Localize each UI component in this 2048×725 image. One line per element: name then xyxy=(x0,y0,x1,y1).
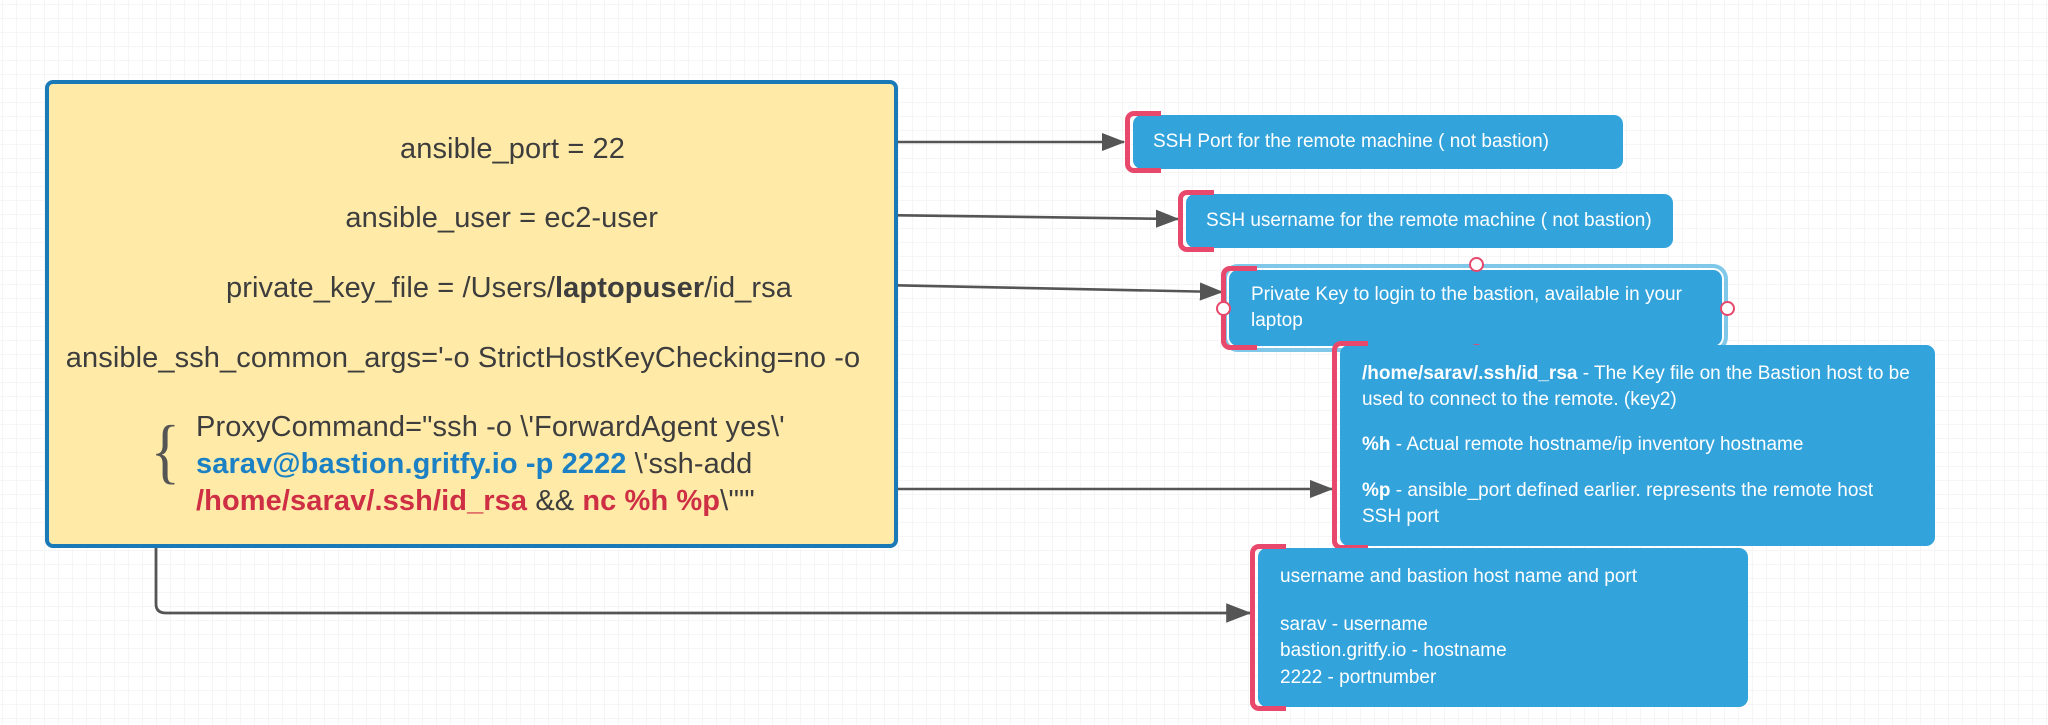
callout-ssh-port[interactable]: SSH Port for the remote machine ( not ba… xyxy=(1125,111,1623,174)
callout-ssh-port-text: SSH Port for the remote machine ( not ba… xyxy=(1153,131,1550,152)
resize-handle-top[interactable] xyxy=(1468,257,1484,272)
bastion-target-text: sarav@bastion.gritfy.io -p 2222 xyxy=(196,448,627,481)
config-line-ansible-user: ansible_user = ec2-user xyxy=(345,202,658,234)
keyfile-path-rest: - The Key file on the Bastion host to be… xyxy=(1362,363,1910,411)
bastion-callout-details: sarav - username bastion.gritfy.io - hos… xyxy=(1280,614,1507,688)
private-key-user: laptopuser xyxy=(555,272,705,304)
percent-h-explanation-line: %h - Actual remote hostname/ip inventory… xyxy=(1362,432,1913,458)
proxycommand-line-2: sarav@bastion.gritfy.io -p 2222 \'ssh-ad… xyxy=(196,446,785,483)
proxycommand-line-3: /home/sarav/.ssh/id_rsa && nc %h %p\'"" xyxy=(196,483,785,520)
percent-p-bold: %p xyxy=(1362,479,1391,501)
and-operator-text: && xyxy=(527,485,583,518)
proxycommand-tail-text: \'"" xyxy=(720,485,755,518)
percent-h-bold: %h xyxy=(1362,434,1391,456)
config-line-proxycommand: ProxyCommand="ssh -o \'ForwardAgent yes\… xyxy=(196,409,785,520)
percent-p-explanation-line: %p - ansible_port defined earlier. repre… xyxy=(1362,478,1913,530)
callout-ssh-username[interactable]: SSH username for the remote machine ( no… xyxy=(1178,190,1673,253)
percent-h-rest: - Actual remote hostname/ip inventory ho… xyxy=(1390,434,1804,456)
bastion-callout-heading: username and bastion host name and port xyxy=(1280,566,1638,587)
connector-bastion xyxy=(154,430,1252,623)
resize-handle-right[interactable] xyxy=(1720,301,1735,317)
proxycommand-line-1: ProxyCommand="ssh -o \'ForwardAgent yes\… xyxy=(196,411,785,443)
callout-ssh-username-text: SSH username for the remote machine ( no… xyxy=(1206,210,1652,231)
callout-private-key-text: Private Key to login to the bastion, ava… xyxy=(1251,284,1682,332)
netcat-text: nc %h %p xyxy=(582,485,721,518)
keyfile-path-bold: /home/sarav/.ssh/id_rsa xyxy=(1362,363,1578,384)
ansible-config-panel[interactable]: ansible_port = 22 ansible_user = ec2-use… xyxy=(45,80,898,548)
config-line-ansible-port: ansible_port = 22 xyxy=(399,133,625,165)
percent-p-rest: - ansible_port defined earlier. represen… xyxy=(1362,479,1874,527)
bastion-key-path-text: /home/sarav/.ssh/id_rsa xyxy=(196,485,528,518)
callout-bastion-host-details[interactable]: username and bastion host name and port … xyxy=(1250,544,1748,711)
private-key-prefix: private_key_file = /Users/ xyxy=(226,272,555,304)
sshadd-text: \'ssh-add xyxy=(626,448,753,481)
grouping-brace: { xyxy=(150,411,180,491)
private-key-suffix: /id_rsa xyxy=(704,272,792,304)
config-line-ssh-common-args: ansible_ssh_common_args='-o StrictHostKe… xyxy=(65,342,861,374)
callout-bastion-key-file[interactable]: /home/sarav/.ssh/id_rsa - The Key file o… xyxy=(1332,341,1935,551)
keyfile-explanation-line: /home/sarav/.ssh/id_rsa - The Key file o… xyxy=(1362,361,1913,413)
config-line-private-key-file: private_key_file = /Users/laptopuser/id_… xyxy=(49,270,902,307)
callout-private-key[interactable]: Private Key to login to the bastion, ava… xyxy=(1216,257,1735,360)
